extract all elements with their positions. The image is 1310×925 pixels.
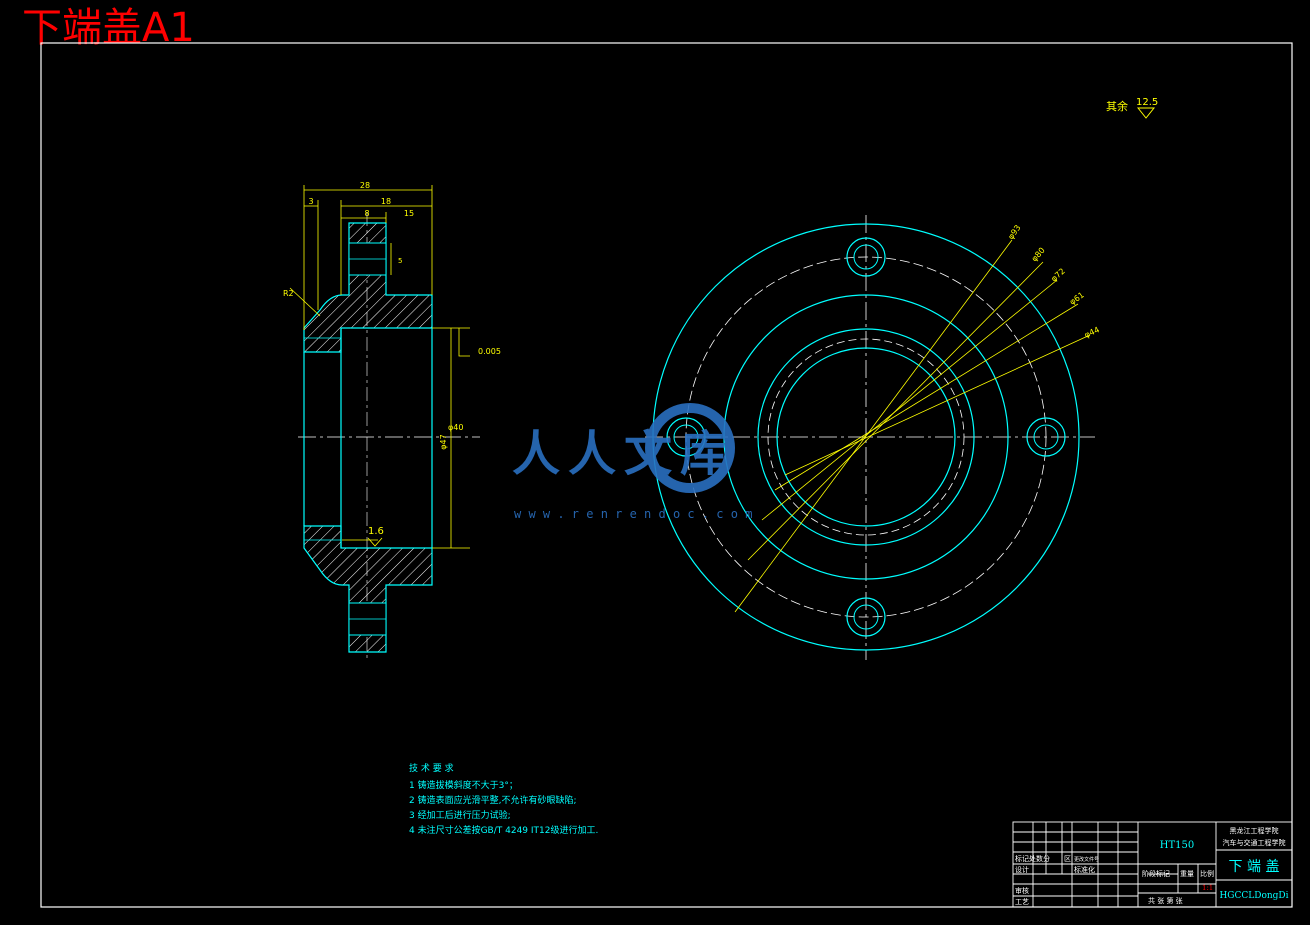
watermark-logo-icon (645, 403, 735, 493)
surface-finish-label: 其余 (1106, 99, 1128, 113)
school-name-2: 汽车与交通工程学院 (1223, 838, 1286, 847)
radial-dim-inner: φ61 (1068, 290, 1086, 306)
radial-dim-outer: φ93 (1006, 223, 1022, 241)
bore-dashed-circle (767, 338, 965, 536)
dim-overall-width: 28 (360, 181, 370, 190)
tech-requirement-item: 2 铸造表面应光滑平整,不允许有砂眼缺陷; (409, 794, 576, 806)
part-name: 下 端 盖 (1229, 859, 1280, 875)
bolt-hole-right (1026, 417, 1066, 457)
stage-label: 阶段标记 (1142, 869, 1170, 878)
radial-dim-bore: φ44 (1083, 325, 1101, 340)
row-extra-standard: 标准化 (1074, 865, 1095, 874)
radial-dim-hub: φ72 (1049, 266, 1067, 283)
lower-section-hatch (303, 525, 433, 653)
dim-inner-diameter-right: φ40 (448, 423, 463, 432)
hub-circle (757, 328, 975, 546)
tech-requirement-item: 4 未注尺寸公差按GB/T 4249 IT12级进行加工. (409, 824, 598, 836)
tech-requirement-item: 3 经加工后进行压力试验; (409, 809, 511, 821)
title-block-text: HT150 黑龙江工程学院 汽车与交通工程学院 下 端 盖 HGCCLDongD… (1015, 826, 1289, 906)
row-extra-change-doc: 更改文件号 (1074, 856, 1099, 863)
bolt-hole-left (666, 417, 706, 457)
watermark-url: w w w . r e n r e n d o c . c o m (514, 507, 752, 521)
school-name-1: 黑龙江工程学院 (1230, 826, 1279, 835)
bolt-circle (685, 256, 1047, 618)
row-label-design: 设计 (1015, 865, 1029, 874)
row-label-check: 审核 (1015, 886, 1029, 895)
material-label: HT150 (1160, 840, 1194, 851)
row-extra-zone: 区 (1064, 855, 1071, 863)
dim-hole: 5 (398, 257, 402, 265)
scale-value: 1:1 (1202, 884, 1213, 892)
dim-fillet-radius: R2 (283, 289, 294, 298)
surface-finish-value: 12.5 (1136, 97, 1158, 108)
bore-circle (776, 347, 956, 527)
weight-label: 重量 (1180, 870, 1194, 878)
dim-step: 3 (308, 197, 313, 206)
dim-tolerance: 0.005 (478, 347, 501, 356)
bolt-hole-top (846, 237, 886, 277)
scale-label: 比例 (1200, 869, 1214, 878)
dim-roughness: 1.6 (368, 526, 384, 537)
sheet-count: 共 张 第 张 (1148, 896, 1183, 905)
row-label-process: 工艺 (1015, 898, 1029, 906)
dim-flange-width: 8 (364, 209, 369, 218)
dim-body-width: 18 (381, 197, 391, 206)
watermark: 人人文库 w w w . r e n r e n d o c . c o m (512, 403, 752, 521)
dim-inner-diameter-left: φ47 (439, 434, 448, 449)
bolt-hole-bottom (846, 597, 886, 637)
title-block (1012, 821, 1293, 908)
tech-requirements-heading: 技 术 要 求 (409, 762, 454, 774)
surface-finish-note: 其余 12.5 (1106, 97, 1158, 119)
upper-section-hatch (303, 222, 433, 353)
dim-hub-width: 15 (404, 209, 414, 218)
tech-requirement-item: 1 铸造拔模斜度不大于3°； (409, 779, 518, 791)
row-label-revision: 标记处数分 (1015, 854, 1050, 863)
watermark-text: 人人文库 (512, 426, 736, 482)
radial-dim-bolt: φ80 (1030, 246, 1047, 264)
drawing-border (40, 42, 1293, 908)
side-section-view: 28 3 18 8 15 R2 5 0.005 φ47 φ40 1.6 (283, 181, 501, 660)
drawing-code: HGCCLDongDi (1219, 891, 1288, 901)
tech-requirements: 技 术 要 求 1 铸造拔模斜度不大于3°； 2 铸造表面应光滑平整,不允许有砂… (409, 762, 598, 836)
